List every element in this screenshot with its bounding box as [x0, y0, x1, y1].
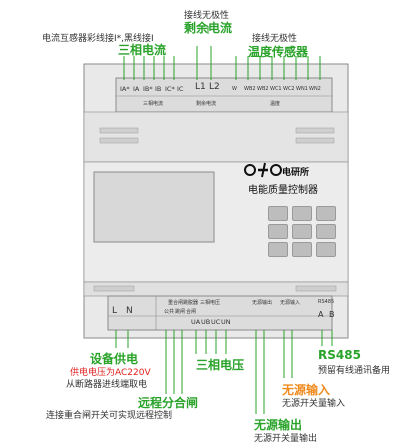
terminal-uc: UC — [211, 318, 221, 326]
rs485-note: 预留有线通讯备用 — [318, 366, 391, 376]
keypad-button — [268, 224, 288, 239]
terminal-l: L — [112, 306, 118, 316]
terminal-b: B — [329, 310, 335, 319]
terminal-ia: IA — [133, 85, 140, 93]
residual-polarity-note: 接线无极性 — [184, 11, 230, 21]
terminal-ic-star: IC* — [165, 85, 175, 93]
terminal-a: A — [318, 310, 324, 319]
passive-input-title: 无源输入 — [282, 383, 331, 397]
bottom-group-reclose: 重合闸跳脱器 — [168, 300, 199, 306]
top-group-temperature: 温度 — [270, 101, 281, 107]
passive-output-title: 无源输出 — [254, 418, 303, 432]
keypad-button — [316, 206, 336, 221]
passive-input-note: 无源开关量输入 — [282, 399, 346, 409]
terminal-wc1: WC1 — [270, 86, 282, 92]
keypad-button — [292, 242, 312, 257]
bottom-sub-common: 公共 — [164, 309, 175, 315]
top-group-current: 三相电流 — [143, 101, 164, 107]
power-source-note: 从断路器进线端取电 — [66, 380, 148, 390]
terminal-l1: L1 — [195, 82, 206, 92]
bottom-sub-close: 合闸 — [186, 309, 197, 315]
brand-name: 电研所 — [282, 168, 310, 178]
remote-switch-note: 连接重合闸开关可实现远程控制 — [46, 411, 173, 421]
keypad-button — [292, 224, 312, 239]
bottom-group-output: 无源输出 — [252, 300, 273, 306]
rs485-title: RS485 — [318, 348, 361, 362]
terminal-n: N — [126, 306, 133, 316]
top-group-residual: 剩余电流 — [196, 101, 217, 107]
terminal-l2: L2 — [209, 82, 220, 92]
terminal-wb1: WB2 — [244, 86, 256, 92]
terminal-wb2: WB2 — [257, 86, 269, 92]
power-voltage-note: 供电电压为AC220V — [70, 368, 151, 378]
device-power-title: 设备供电 — [90, 352, 139, 366]
bottom-group-input: 无源输入 — [280, 300, 301, 306]
keypad-button — [316, 242, 336, 257]
terminal-wc2: WC2 — [283, 86, 295, 92]
terminal-wn1: WN1 — [296, 86, 308, 92]
keypad-button — [316, 224, 336, 239]
terminal-ub: UB — [201, 318, 211, 326]
terminal-wn2: WN2 — [309, 86, 321, 92]
three-phase-voltage-title: 三相电压 — [196, 358, 245, 372]
passive-output-note: 无源开关量输出 — [254, 434, 318, 444]
keypad-button — [292, 206, 312, 221]
temperature-sensor-title: 温度传感器 — [248, 45, 309, 59]
product-name: 电能质量控制器 — [248, 185, 318, 196]
terminal-ia-star: IA* — [120, 85, 130, 93]
keypad-button — [268, 242, 288, 257]
terminal-wa1: W — [232, 86, 237, 92]
terminal-ib: IB — [155, 85, 162, 93]
terminal-ic: IC — [177, 85, 184, 93]
terminal-ua: UA — [191, 318, 201, 326]
keypad-button — [268, 206, 288, 221]
bottom-group-rs485: RS485 — [318, 299, 335, 305]
three-phase-current-title: 三相电流 — [118, 43, 167, 57]
bottom-sub-trip: 跳闸 — [175, 309, 186, 315]
terminal-ib-star: IB* — [143, 85, 153, 93]
remote-switch-title: 远程分合闸 — [138, 396, 199, 410]
residual-current-title: 剩余电流 — [184, 21, 233, 35]
terminal-un: UN — [221, 318, 231, 326]
ct-wiring-note: 电流互感器彩线接I*,黑线接I — [42, 34, 154, 44]
bottom-group-voltage: 三相电压 — [200, 300, 221, 306]
temp-polarity-note: 接线无极性 — [252, 34, 298, 44]
